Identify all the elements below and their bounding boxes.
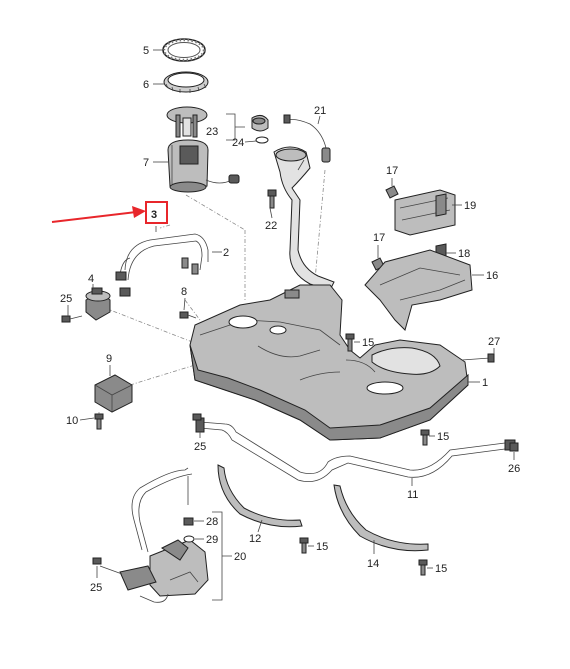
part-24-cap — [251, 114, 269, 144]
part-2-fuel-lines — [115, 233, 209, 297]
part-14-strap — [333, 484, 429, 552]
label-part-14: 14 — [367, 558, 379, 570]
label-part-23: 23 — [206, 126, 218, 138]
label-part-17b: 17 — [373, 232, 385, 244]
part-29-washer — [183, 535, 195, 543]
label-part-17a: 17 — [386, 165, 398, 177]
label-part-25b: 25 — [194, 441, 206, 453]
label-part-9: 9 — [106, 353, 112, 365]
label-part-2: 2 — [223, 247, 229, 259]
part-15-bolt-a — [345, 333, 355, 352]
part-8-bolt — [179, 311, 197, 319]
part-filler-neck — [273, 146, 335, 291]
part-1-fuel-tank — [189, 284, 469, 441]
part-7-fuel-pump-unit — [166, 106, 240, 193]
label-part-1: 1 — [482, 377, 488, 389]
part-27-fitting — [461, 353, 495, 363]
leader-lines — [67, 49, 515, 601]
label-part-22: 22 — [265, 220, 277, 232]
label-part-28: 28 — [206, 516, 218, 528]
label-part-21: 21 — [314, 105, 326, 117]
label-part-25c: 25 — [90, 582, 102, 594]
part-17-clip-a — [385, 185, 399, 199]
label-part-10: 10 — [66, 415, 78, 427]
part-25-bolt-c — [92, 557, 102, 565]
part-4-fuel-filter — [85, 287, 111, 321]
label-part-15b: 15 — [437, 431, 449, 443]
part-20-pump-line-assembly — [99, 467, 209, 603]
part-15-bolt-b — [420, 429, 430, 446]
part-12-strap — [217, 464, 303, 528]
part-25-bolt-a — [61, 315, 83, 323]
part-21-vent-line — [283, 114, 331, 163]
label-part-15d: 15 — [435, 563, 447, 575]
part-labels: 5 6 7 3 2 4 25 8 9 10 23 24 21 22 17 19 … — [60, 45, 520, 594]
label-part-4: 4 — [88, 273, 94, 285]
part-9-bracket — [94, 374, 133, 413]
part-10-bolt — [94, 413, 104, 430]
label-part-27: 27 — [488, 336, 500, 348]
part-19-shield — [394, 189, 456, 236]
label-part-26: 26 — [508, 463, 520, 475]
label-part-12: 12 — [249, 533, 261, 545]
label-part-7: 7 — [143, 157, 149, 169]
label-part-15a: 15 — [362, 337, 374, 349]
label-part-16: 16 — [486, 270, 498, 282]
part-15-bolt-d — [418, 559, 428, 576]
label-part-20: 20 — [234, 551, 246, 563]
part-28-nut — [183, 517, 194, 526]
part-15-bolt-c — [299, 537, 309, 554]
part-25-bolt-b — [192, 413, 202, 421]
assembly-guide-lines — [98, 169, 411, 418]
label-part-15c: 15 — [316, 541, 328, 553]
label-part-3: 3 — [151, 209, 157, 221]
label-part-8: 8 — [181, 286, 187, 298]
label-part-5: 5 — [143, 45, 149, 57]
part-26-fitting — [509, 442, 519, 452]
part-16-heat-shield — [364, 249, 473, 331]
part-6-locking-ring — [163, 71, 209, 93]
highlight-box-part-3 — [145, 201, 168, 224]
label-part-6: 6 — [143, 79, 149, 91]
part-5-sealing-ring — [162, 38, 206, 62]
part-22-bolt — [267, 189, 277, 209]
highlight-arrow — [51, 206, 146, 223]
label-part-19: 19 — [464, 200, 476, 212]
label-part-24: 24 — [232, 137, 244, 149]
label-part-29: 29 — [206, 534, 218, 546]
label-part-11: 11 — [407, 489, 418, 501]
label-part-25a: 25 — [60, 293, 72, 305]
label-part-18: 18 — [458, 248, 470, 260]
